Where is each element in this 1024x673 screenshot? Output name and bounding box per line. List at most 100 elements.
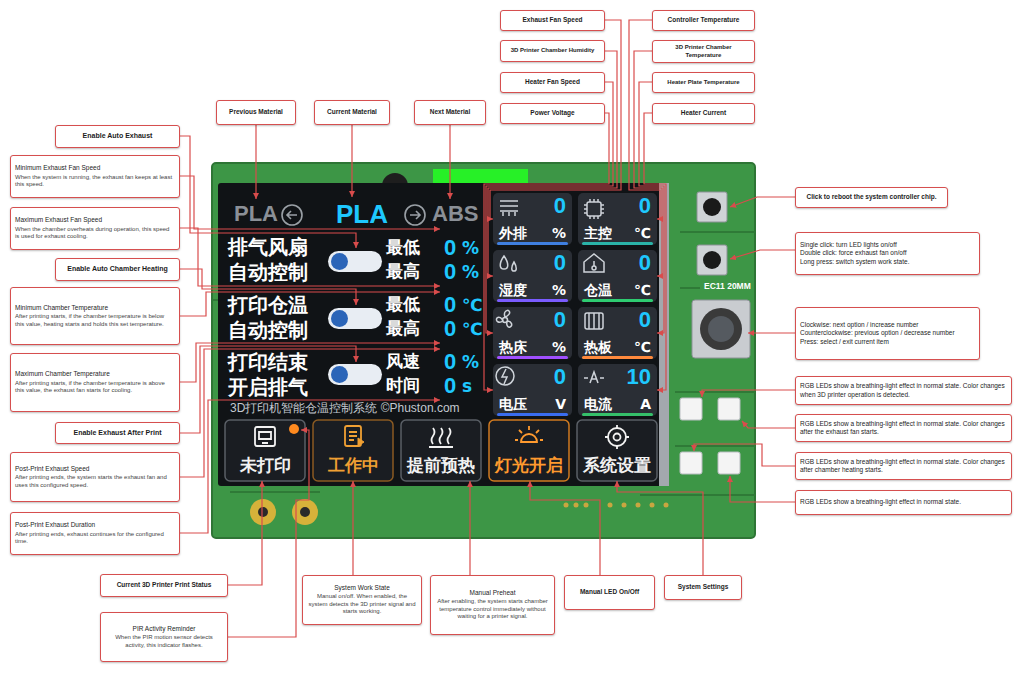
printer-icon <box>255 427 275 446</box>
leader-arrow <box>469 481 470 575</box>
screen-text: ℃ <box>462 295 483 315</box>
callout-box: Minimum Exhaust Fan SpeedWhen the system… <box>10 155 180 198</box>
leader-arrow <box>490 20 621 219</box>
tile-label: 仓温 <box>584 283 634 297</box>
button-ground <box>401 420 481 481</box>
button-ground <box>489 420 569 481</box>
tile-value: 0 <box>554 252 566 274</box>
tile-unit: V <box>555 397 566 411</box>
exhaust-icon <box>500 201 518 216</box>
pad-hole <box>258 507 268 517</box>
gear-icon <box>608 428 626 446</box>
callout-box: Exhaust Fan Speed <box>500 10 605 31</box>
callout-title: PIR Activity Reminder <box>105 625 223 633</box>
leader-line <box>180 176 440 229</box>
screen-text: % <box>462 262 479 282</box>
button-backgrounds <box>225 420 657 481</box>
callout-text: Single click: turn LED lights on/off <box>800 241 975 249</box>
tile-ground <box>578 307 657 359</box>
label-anchor: ℃ <box>462 321 483 338</box>
label-anchor: 0 <box>444 318 456 340</box>
label-anchor: s <box>462 378 472 395</box>
chip-pins <box>584 199 604 219</box>
tile-ground <box>578 193 657 245</box>
screen-text: 排气风扇 自动控制 <box>228 235 308 284</box>
printer-icon-detail <box>259 432 271 443</box>
callout-box: RGB LEDs show a breathing-light effect i… <box>795 376 1012 405</box>
callout-box: Enable Auto Chamber Heating <box>55 258 180 281</box>
via <box>650 503 655 508</box>
callout-box: Maximum Chamber TemperatureAfter printin… <box>10 353 180 412</box>
screen-text: 0 <box>444 259 456 284</box>
callout-title: Minimum Exhaust Fan Speed <box>15 164 175 172</box>
callout-text: Enable Exhaust After Print <box>73 429 161 438</box>
screen-text: 打印结束 开启排气 <box>228 350 308 399</box>
callout-title: System Work State <box>307 584 417 592</box>
callout-text: 3D Printer Chamber Temperature <box>657 44 750 59</box>
label-anchor: 时间 <box>386 377 420 394</box>
label-anchor: 风速 <box>386 353 420 370</box>
callout-body: When the system is running, the exhaust … <box>15 174 175 189</box>
button-label: 灯光开启 <box>495 456 563 475</box>
screen-text: EC11 20MM <box>704 281 751 291</box>
callout-box: RGB LEDs show a breathing-light effect i… <box>795 452 1012 480</box>
leader-line <box>180 292 440 316</box>
button-icons <box>255 425 629 449</box>
menu-button: 工作中 <box>313 420 393 481</box>
tile-value: 0 <box>639 309 651 331</box>
screen-text: 最低 <box>386 294 420 314</box>
chip-icon <box>587 202 601 216</box>
callout-title: Maximum Chamber Temperature <box>15 370 175 378</box>
sensor-tile: 外排0% <box>493 193 572 245</box>
rgb-led <box>680 452 702 474</box>
leader-arrow <box>488 51 617 276</box>
label-anchor: PLA <box>234 203 278 225</box>
tile-stripe <box>497 413 568 416</box>
callout-text: Exhaust Fan Speed <box>523 16 583 24</box>
screen-text: 最低 <box>386 237 420 257</box>
tile-unit: A <box>640 397 651 411</box>
callout-text: Enable Auto Chamber Heating <box>67 265 167 274</box>
callout-body: After printing starts, if the chamber te… <box>15 380 175 395</box>
button-cap <box>703 198 721 216</box>
callout-box: PIR Activity ReminderWhen the PIR motion… <box>100 612 228 662</box>
label-anchor: 0 <box>444 261 456 283</box>
tile-value: 0 <box>554 195 566 217</box>
sensor-tile: 电压0V <box>493 364 572 416</box>
callout-text: RGB LEDs show a breathing-light effect i… <box>800 458 1007 474</box>
callout-box: 3D Printer Chamber Temperature <box>652 40 755 63</box>
leader-line <box>180 400 440 533</box>
pcb-bottom-parts <box>250 499 669 525</box>
callout-text: Click to reboot the system controller ch… <box>806 193 936 201</box>
callout-body: Manual on/off. When enabled, the system … <box>307 593 417 616</box>
tile-value: 0 <box>639 195 651 217</box>
tile-ground <box>493 193 572 245</box>
toggle-track <box>328 308 382 329</box>
via <box>574 503 579 508</box>
rgb-led <box>680 398 702 420</box>
label-anchor: 最高 <box>386 320 420 337</box>
via <box>664 503 669 508</box>
via <box>608 503 613 508</box>
leader-line <box>702 390 795 397</box>
label-anchor: ABS <box>432 203 478 225</box>
button-label: 提前预热 <box>407 456 475 475</box>
voltage-bolt <box>502 369 507 384</box>
left-arrow <box>287 211 297 219</box>
label-anchor: 3D打印机智能仓温控制系统 ©Phuston.com <box>230 402 460 414</box>
screen-text: PLA <box>336 199 388 229</box>
sensor-tile: 热床0% <box>493 307 572 359</box>
tile-backgrounds <box>493 193 657 416</box>
label-anchor: 打印结束 开启排气 <box>228 350 316 400</box>
callout-text: Power Voltage <box>530 109 574 117</box>
callout-box: RGB LEDs show a breathing-light effect i… <box>795 490 1012 515</box>
heater-icon-bars <box>589 313 599 329</box>
callout-box: Enable Auto Exhaust <box>55 125 180 148</box>
callout-text: Manual LED On/Off <box>580 588 639 596</box>
tile-value: 0 <box>554 366 566 388</box>
callout-text: Controller Temperature <box>668 16 740 24</box>
leader-line <box>748 332 795 333</box>
tile-label: 热板 <box>584 340 634 354</box>
rgb-led <box>718 452 740 474</box>
